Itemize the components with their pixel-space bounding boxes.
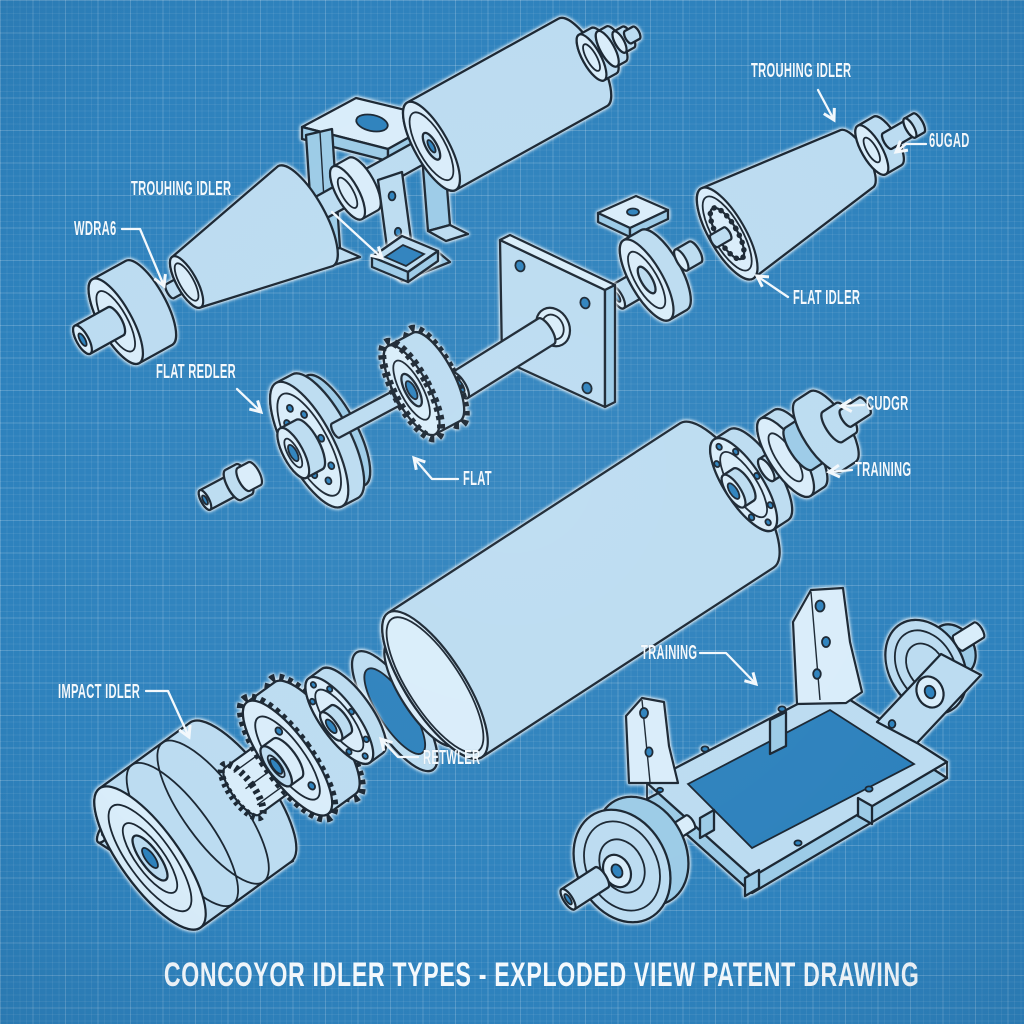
impact-idler-drawing: [93, 666, 388, 931]
leader-training-bottom: [698, 651, 756, 684]
mounting-plate: [498, 233, 617, 409]
right-bracket: [875, 652, 983, 745]
impact-axis-parts: [93, 666, 388, 931]
label-training-bottom: TRAINING: [641, 642, 698, 664]
idler-axis-parts: [197, 324, 470, 512]
leader-6ugad: [896, 144, 928, 152]
label-impact-idler: IMPACT IDLER: [58, 681, 141, 703]
leader-lines: [120, 88, 928, 759]
troughing-idler-left-drawing: [71, 16, 642, 366]
leader-flat: [414, 458, 460, 481]
leader-flat-redler: [235, 387, 261, 412]
left-wheel: [559, 795, 697, 924]
label-flat: FLAT: [463, 468, 492, 490]
leader-troughing-idler-left: [330, 210, 382, 258]
leader-flat-idler: [757, 276, 790, 299]
label-6ugad: 6UGAD: [929, 130, 970, 152]
leader-troughing-idler-right: [816, 88, 834, 120]
troughing-idler-right-drawing: [596, 112, 927, 322]
label-cudgr: CUDGR: [866, 393, 909, 415]
u-bracket: [370, 234, 440, 284]
return-roller-drawing: [350, 389, 872, 773]
drawing-title: CONCOYOR IDLER TYPES - EXPLODED VIEW PAT…: [163, 956, 920, 994]
label-flat-idler: FLAT IDLER: [793, 287, 861, 309]
gusset-left: [624, 696, 680, 785]
training-frame-drawing: [559, 586, 986, 924]
label-training-right: TRAINING: [855, 459, 912, 481]
flat-plate-bracket: [596, 194, 670, 239]
leader-wdra6: [120, 227, 164, 286]
label-retwler: RETWLER: [423, 747, 481, 769]
roller-axis-parts: [350, 389, 872, 773]
label-flat-redler: FLAT REDLER: [156, 361, 237, 383]
label-troughing-idler-left: TROUHING IDLER: [131, 178, 232, 200]
gusset-top: [791, 586, 864, 706]
idler-axis-parts: [608, 112, 927, 322]
label-troughing-idler-right: TROUHING IDLER: [751, 60, 852, 82]
leader-retwler: [381, 739, 420, 759]
leader-cudgr: [841, 405, 866, 406]
leader-impact-idler: [144, 689, 189, 737]
leader-training-right: [829, 470, 854, 472]
flat-idler-left-drawing: [197, 233, 617, 512]
frame-base: [645, 685, 949, 898]
label-wdra6: WDRA6: [74, 218, 117, 240]
